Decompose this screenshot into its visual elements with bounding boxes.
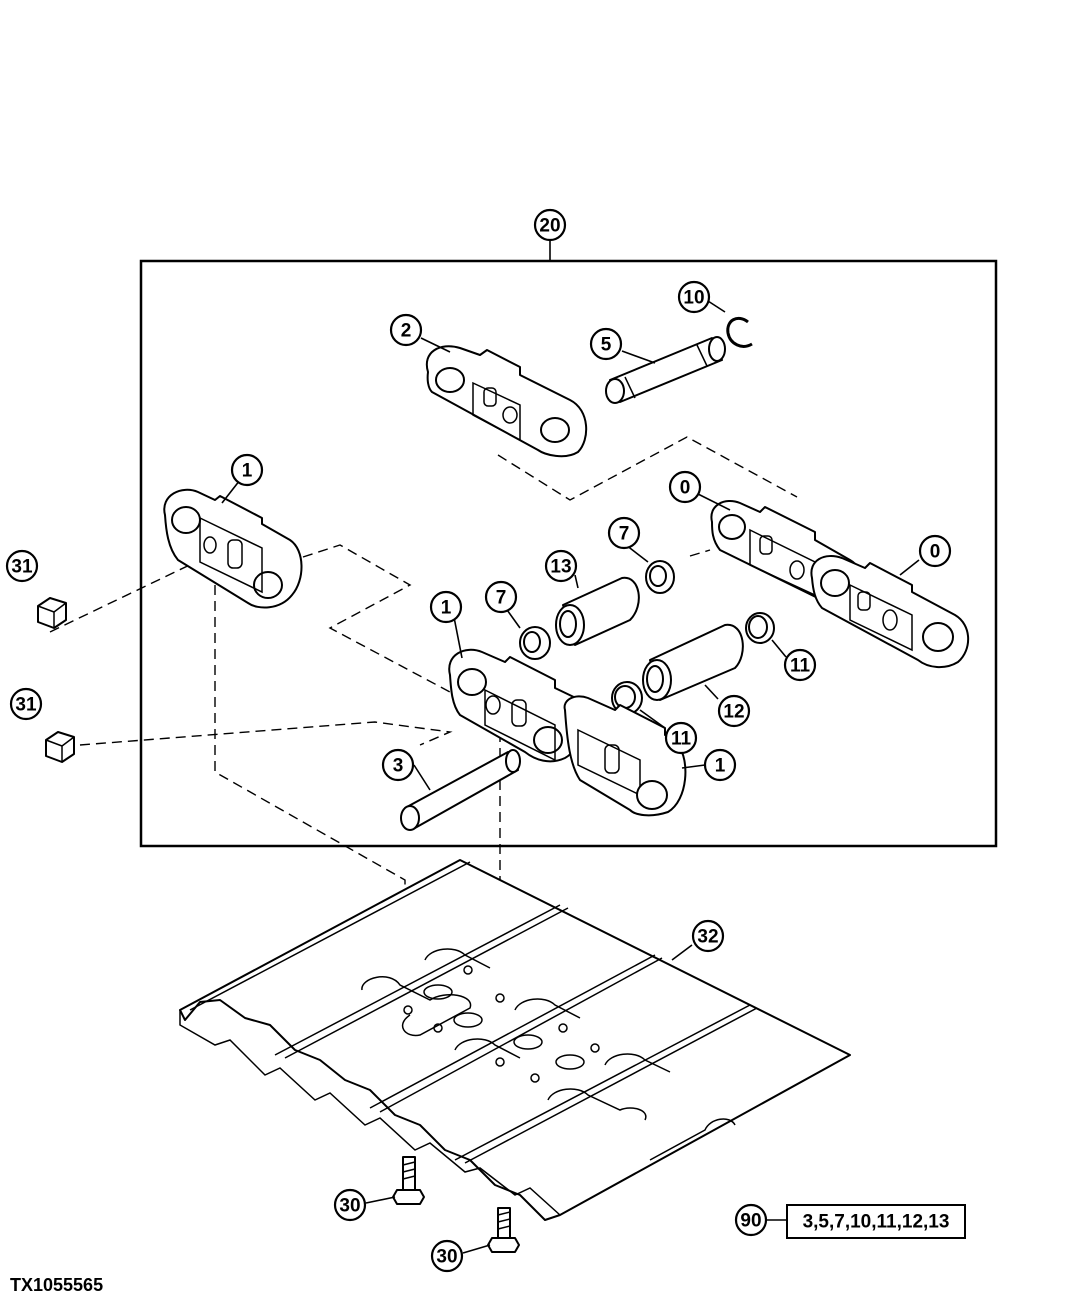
callout-20: 20 — [533, 208, 567, 242]
nut-part-31-lower — [45, 731, 75, 763]
ring-part-7-lower — [519, 626, 551, 660]
svg-text:1: 1 — [441, 598, 452, 619]
leader-lines — [221, 300, 920, 1254]
nut-part-31-upper — [37, 597, 67, 629]
svg-text:13: 13 — [550, 557, 571, 578]
bolt-part-30-upper — [392, 1156, 425, 1205]
callout-31-lower: 31 — [9, 687, 43, 721]
link-part-1-right — [563, 695, 687, 817]
svg-text:7: 7 — [496, 588, 507, 609]
link-part-2 — [425, 345, 588, 458]
track-shoe-part-32 — [179, 859, 851, 1221]
snap-ring-part-10 — [726, 317, 753, 348]
kit-contents-box: 3,5,7,10,11,12,13 — [786, 1204, 966, 1239]
ring-part-7-upper — [645, 560, 675, 594]
callout-32: 32 — [691, 919, 725, 953]
svg-text:20: 20 — [539, 216, 560, 237]
svg-text:32: 32 — [697, 927, 718, 948]
callout-31-upper: 31 — [5, 549, 39, 583]
bolt-part-30-lower — [487, 1207, 520, 1253]
svg-text:3: 3 — [393, 756, 404, 777]
svg-text:31: 31 — [11, 557, 33, 578]
assembly-box — [139, 259, 998, 848]
callout-30-lower: 30 — [430, 1239, 464, 1273]
bushing-part-12 — [642, 623, 744, 701]
svg-text:31: 31 — [15, 695, 37, 716]
callout-90: 90 — [734, 1203, 768, 1237]
callout-2: 2 — [389, 313, 423, 347]
svg-text:90: 90 — [740, 1211, 761, 1232]
svg-text:12: 12 — [723, 702, 744, 723]
link-part-0-second — [810, 555, 970, 668]
callout-12: 12 — [717, 694, 751, 728]
svg-text:5: 5 — [601, 335, 612, 356]
link-part-1-middle — [448, 648, 585, 763]
kit-contents-text: 3,5,7,10,11,12,13 — [803, 1212, 950, 1233]
callout-1-left: 1 — [230, 453, 264, 487]
svg-text:0: 0 — [680, 478, 691, 499]
callout-0-second: 0 — [918, 534, 952, 568]
svg-text:11: 11 — [671, 729, 692, 750]
svg-text:10: 10 — [683, 288, 704, 309]
link-part-1-left — [163, 488, 303, 609]
svg-text:7: 7 — [619, 524, 630, 545]
callout-5: 5 — [589, 327, 623, 361]
callout-7-lower: 7 — [484, 580, 518, 614]
svg-text:30: 30 — [436, 1247, 457, 1268]
callout-1-middle: 1 — [429, 590, 463, 624]
callout-30-upper: 30 — [333, 1188, 367, 1222]
pin-part-5 — [605, 336, 726, 404]
callout-3: 3 — [381, 748, 415, 782]
callout-10: 10 — [677, 280, 711, 314]
svg-text:1: 1 — [715, 756, 726, 777]
callout-0-first: 0 — [668, 470, 702, 504]
callout-11-right: 11 — [783, 648, 817, 682]
callout-7-upper: 7 — [607, 516, 641, 550]
callout-1-right: 1 — [703, 748, 737, 782]
svg-text:0: 0 — [930, 542, 941, 563]
svg-text:2: 2 — [401, 321, 412, 342]
svg-text:30: 30 — [339, 1196, 360, 1217]
callout-11-left: 11 — [664, 721, 698, 755]
svg-text:11: 11 — [790, 656, 811, 677]
figure-id-label: TX1055565 — [10, 1275, 103, 1295]
pin-part-3 — [400, 749, 521, 831]
svg-text:1: 1 — [242, 461, 253, 482]
bushing-part-13 — [555, 576, 640, 646]
seal-part-11-right — [745, 612, 775, 644]
callout-13: 13 — [544, 549, 578, 583]
